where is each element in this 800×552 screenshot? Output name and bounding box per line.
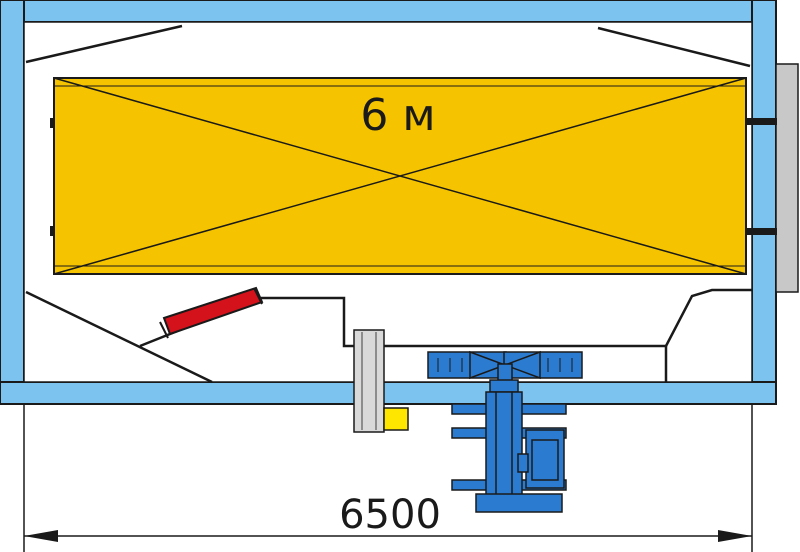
drive-unit xyxy=(451,379,567,513)
wall-left xyxy=(0,0,25,405)
door-panel xyxy=(775,63,799,293)
exhaust-vent xyxy=(353,329,409,433)
wall-right xyxy=(751,0,777,405)
heater xyxy=(159,286,264,339)
wall-top xyxy=(0,0,777,23)
wall-bottom xyxy=(0,381,777,405)
air-deflectors-top xyxy=(25,24,751,68)
width-dimension xyxy=(23,404,753,552)
load-length-label: 6 м xyxy=(360,90,435,141)
load-stack xyxy=(53,77,747,275)
width-dimension-label: 6500 xyxy=(339,492,441,538)
